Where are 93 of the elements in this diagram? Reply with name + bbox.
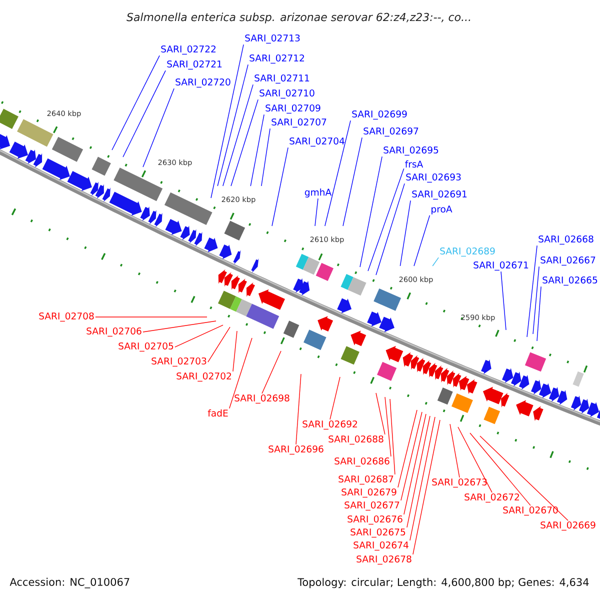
footer-text: Accession: NC_010067 (10, 578, 130, 588)
leader-line (432, 257, 439, 266)
gene-label: SARI_02669 (540, 521, 596, 531)
leader-line (400, 412, 422, 501)
gene-label: SARI_02688 (328, 435, 384, 445)
gene-label: SARI_02679 (342, 488, 396, 498)
gene-label: SARI_02704 (290, 137, 344, 147)
leader-line (272, 147, 288, 226)
leader-line (390, 398, 396, 475)
leader-line (470, 432, 531, 506)
gene-label: SARI_02702 (176, 372, 231, 382)
leader-line (222, 84, 254, 186)
gene-label: SARI_02707 (272, 118, 326, 128)
title: Salmonella enterica subsp. arizonae serovar 62:z4,z23:--, co... (126, 12, 470, 24)
leader-line (142, 88, 174, 168)
leader-line (458, 426, 492, 493)
gene-label: SARI_02697 (364, 127, 418, 137)
gene-label: SARI_02677 (344, 501, 400, 511)
leader-line (217, 64, 248, 186)
leader-line (262, 350, 282, 394)
gene-label: SARI_02687 (338, 475, 394, 485)
gene-label: SARI_02711 (254, 74, 310, 84)
gene-label: SARI_02703 (152, 357, 206, 367)
gene-label: SARI_02671 (474, 261, 528, 271)
leader-line (450, 424, 460, 478)
gene-label: SARI_02698 (234, 394, 290, 404)
gene-label: SARI_02710 (260, 89, 314, 99)
leader-line (376, 392, 386, 435)
gene-label: SARI_02722 (161, 45, 216, 55)
leader-line (414, 215, 430, 266)
leader-line (95, 316, 208, 318)
gene-label: SARI_02691 (412, 190, 467, 200)
gene-label: SARI_02692 (302, 420, 357, 430)
leader-line (368, 168, 404, 272)
leader-line (174, 324, 224, 348)
gene-label: SARI_02686 (334, 457, 390, 467)
leader-line (400, 200, 411, 266)
leader-line (112, 55, 160, 150)
leader-line (480, 436, 568, 521)
leader-line (229, 338, 252, 409)
leader-line (384, 396, 392, 457)
leader-line (410, 416, 436, 541)
footer-text: Topology: circular; Length: 4,600,800 bp; Genes: 4,634 (298, 578, 589, 588)
leader-line (398, 410, 418, 488)
leader-line (526, 245, 538, 338)
leader-line (376, 183, 405, 276)
gene-label: SARI_02665 (542, 276, 598, 286)
leader-line (261, 128, 270, 186)
leader-line (532, 266, 540, 334)
leader-line (324, 120, 351, 226)
gene-label: SARI_02675 (350, 528, 406, 538)
gene-label: SARI_02695 (384, 146, 438, 156)
gene-label: SARI_02699 (352, 110, 407, 120)
leader-line (314, 198, 318, 226)
gene-label: SARI_02721 (167, 60, 222, 70)
leader-line (500, 271, 506, 330)
leader-line (360, 156, 382, 268)
gene-label: SARI_02676 (348, 515, 402, 525)
leader-line (342, 137, 362, 226)
gene-label: SARI_02708 (39, 312, 94, 322)
gene-label: SARI_02674 (354, 541, 408, 551)
gene-label: SARI_02713 (245, 34, 300, 44)
leader-line (536, 286, 542, 342)
leader-line (404, 414, 426, 515)
gene-label: SARI_02667 (540, 256, 596, 266)
leader-line (208, 326, 230, 362)
gene-label: fadE (208, 409, 228, 417)
gene-label: SARI_02689 (440, 247, 495, 257)
gene-label: SARI_02673 (432, 478, 487, 488)
leader-line (296, 374, 302, 445)
leader-line (406, 416, 430, 528)
gene-label: SARI_02696 (268, 445, 324, 455)
gene-label: SARI_02693 (406, 173, 461, 183)
leader-line (250, 114, 264, 186)
gene-label: SARI_02720 (176, 78, 230, 88)
gene-label: SARI_02709 (266, 104, 320, 114)
leader-line (412, 420, 440, 555)
leader-line (232, 330, 238, 372)
leader-line (330, 376, 340, 420)
leader-line (142, 320, 216, 332)
gene-label: SARI_02668 (538, 235, 594, 245)
leader-line (210, 44, 244, 198)
gene-label: gmhA (304, 188, 332, 198)
gene-label: SARI_02678 (356, 555, 412, 565)
leader-line (122, 70, 166, 158)
gene-label: SARI_02672 (464, 493, 519, 503)
gene-label: frsA (405, 160, 424, 168)
gene-label: SARI_02706 (86, 327, 142, 337)
leader-line (230, 99, 258, 186)
gene-label: proA (432, 206, 452, 214)
gene-label: SARI_02705 (118, 342, 174, 352)
gene-label: SARI_02670 (503, 506, 558, 516)
gene-label: SARI_02712 (250, 54, 304, 64)
